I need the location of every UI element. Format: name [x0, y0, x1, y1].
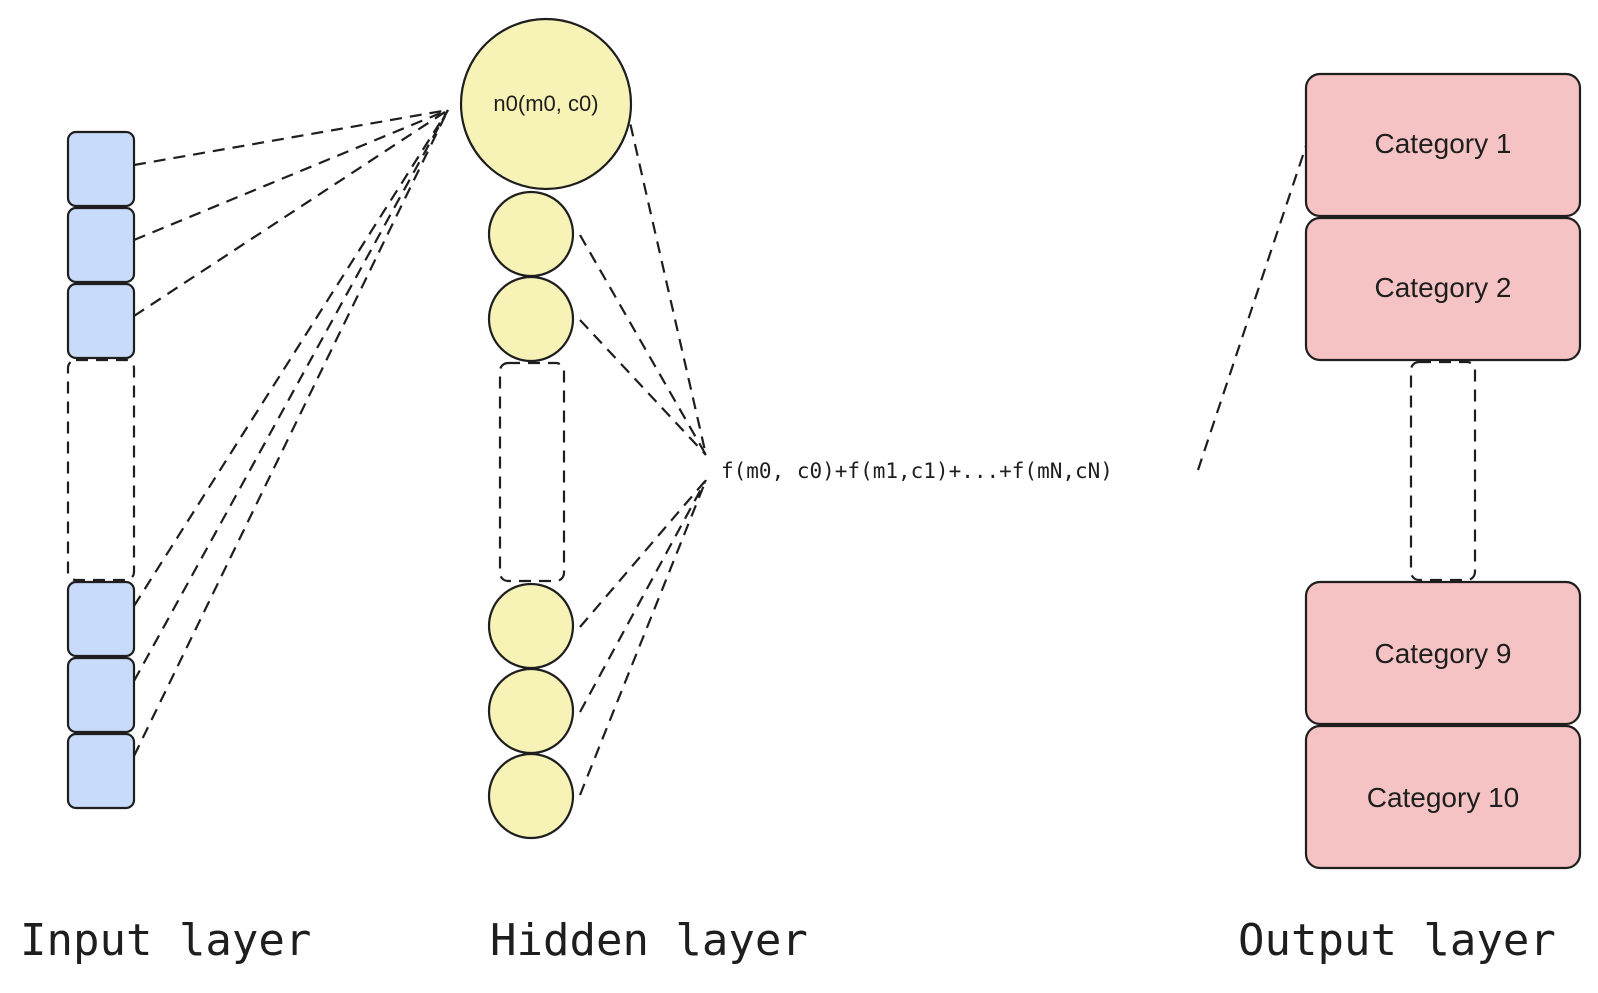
- category-label: Category 10: [1367, 782, 1520, 813]
- category-label: Category 1: [1375, 128, 1512, 159]
- hidden-neuron: [487, 582, 575, 670]
- output-category-box: [1304, 580, 1582, 726]
- output-ellipsis-placeholder: [1409, 360, 1477, 582]
- output-category-box: [1304, 216, 1582, 362]
- input-layer-nodes: [66, 130, 136, 810]
- top-neuron: [459, 17, 633, 191]
- input-ellipsis-placeholder: [66, 358, 136, 582]
- input-layer-caption: Input layer: [20, 915, 311, 966]
- connection-line: [133, 109, 449, 607]
- top-neuron-label: n0(m0, c0): [493, 91, 598, 116]
- connection-line: [578, 479, 708, 796]
- connection-line: [624, 104, 708, 456]
- category-label: Category 2: [1375, 272, 1512, 303]
- input-node: [66, 130, 136, 208]
- connection-line: [579, 234, 707, 456]
- connection-line: [133, 109, 449, 682]
- output-layer-caption: Output layer: [1238, 915, 1556, 966]
- hidden-neuron: [487, 275, 575, 363]
- hidden-ellipsis-placeholder: [498, 361, 566, 583]
- connection-line: [133, 108, 449, 242]
- hidden-neuron: [487, 752, 575, 840]
- input-node: [66, 732, 136, 810]
- connection-line: [133, 109, 449, 317]
- input-node: [66, 206, 136, 284]
- connection-line: [579, 319, 707, 456]
- output-category-box: [1304, 72, 1582, 218]
- hidden-neuron: [487, 190, 575, 278]
- category-label: Category 9: [1375, 638, 1512, 669]
- output-category-box: [1304, 724, 1582, 870]
- sum-to-output-connection: [1196, 145, 1308, 471]
- connection-line: [133, 109, 449, 757]
- input-node: [66, 656, 136, 734]
- hidden-layer-nodes: n0(m0, c0): [459, 17, 633, 840]
- sum-formula: f(m0, c0)+f(m1,c1)+...+f(mN,cN): [721, 459, 1113, 483]
- hidden-to-sum-connections: [578, 104, 708, 796]
- hidden-layer-caption: Hidden layer: [490, 915, 808, 966]
- hidden-neuron: [487, 667, 575, 755]
- input-node: [66, 282, 136, 360]
- connection-line: [579, 479, 707, 713]
- input-to-neuron-connections: [133, 108, 449, 757]
- connection-line: [579, 479, 707, 628]
- input-node: [66, 580, 136, 658]
- output-layer-nodes: Category 1 Category 2 Category 9 Categor…: [1304, 72, 1582, 870]
- connection-line: [133, 108, 449, 167]
